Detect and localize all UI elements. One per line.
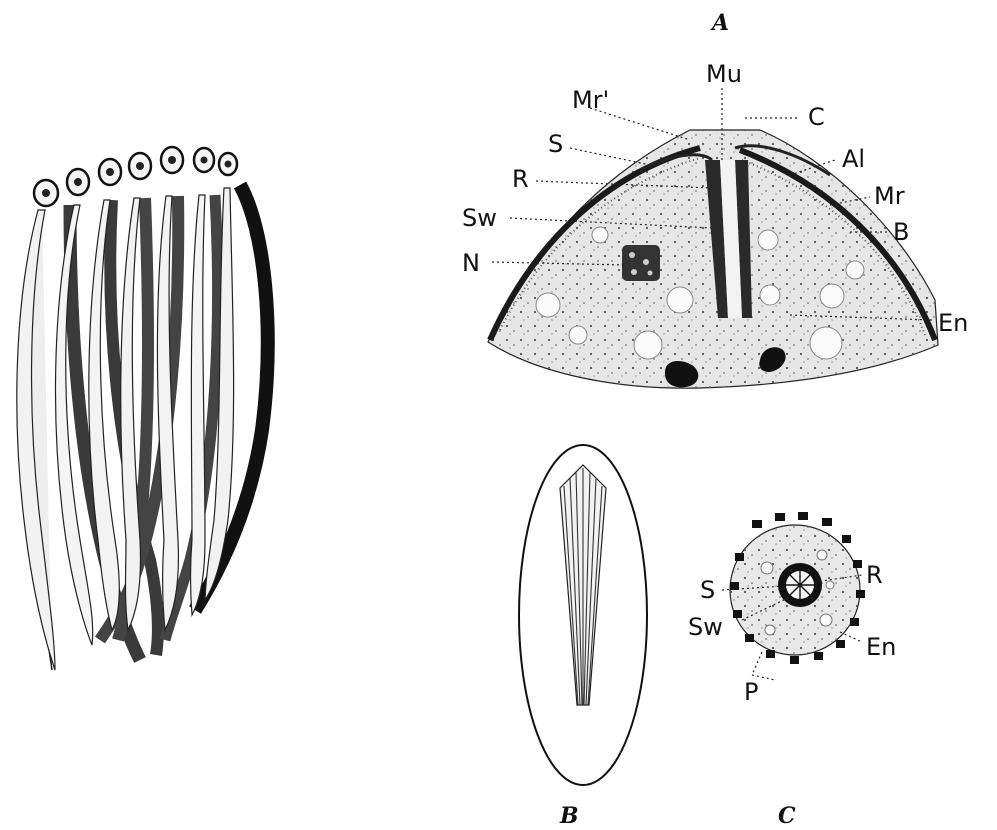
panel-label-c: C bbox=[778, 803, 796, 829]
label-sw-a: Sw bbox=[462, 204, 497, 232]
label-r-a: R bbox=[512, 165, 529, 193]
label-en-a: En bbox=[938, 309, 968, 337]
panel-label-b: B bbox=[559, 803, 579, 829]
label-mu: Mu bbox=[706, 60, 742, 88]
label-p: P bbox=[744, 678, 758, 706]
label-b: B bbox=[893, 218, 909, 246]
label-mr-prime: Mr' bbox=[572, 86, 609, 114]
panel-label-a: A bbox=[710, 10, 729, 36]
label-al: Al bbox=[842, 145, 865, 173]
figure-b-illustration bbox=[519, 445, 647, 785]
label-mr: Mr bbox=[874, 182, 905, 210]
label-r-c: R bbox=[866, 561, 883, 589]
figure-c-illustration bbox=[730, 512, 865, 664]
label-en-c: En bbox=[866, 633, 896, 661]
figure-a-illustration bbox=[488, 130, 938, 388]
label-c-a: C bbox=[808, 103, 825, 131]
label-s-c: S bbox=[700, 576, 715, 604]
label-s-a: S bbox=[548, 130, 563, 158]
cilia-bundle-illustration bbox=[17, 147, 268, 670]
label-sw-c: Sw bbox=[688, 613, 723, 641]
label-n: N bbox=[462, 249, 480, 277]
